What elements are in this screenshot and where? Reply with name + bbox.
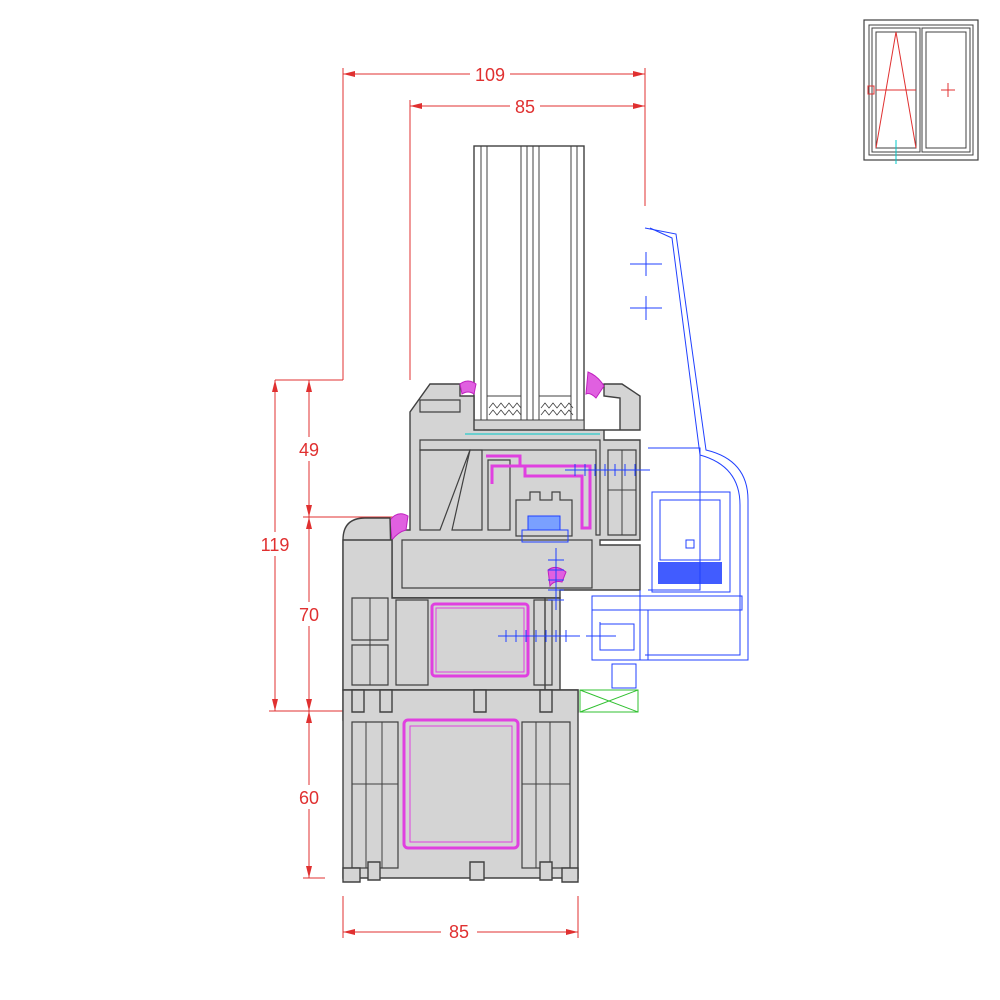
- window-elevation-thumbnail: [863, 19, 979, 164]
- dim-left-total: 119: [261, 535, 290, 555]
- dim-bottom-width: 85: [449, 922, 469, 942]
- sash-profile: [391, 383, 641, 599]
- dim-top-sash: 85: [515, 97, 535, 117]
- dim-top-overall: 109: [475, 65, 505, 85]
- fixed-pane-icon: [921, 27, 971, 153]
- dim-left-sash: 49: [299, 440, 319, 460]
- dim-left-extension: 60: [299, 788, 319, 808]
- brush-seal-hatch: [658, 562, 722, 584]
- glazing-unit: [459, 145, 601, 443]
- dim-left-frame: 70: [299, 605, 319, 625]
- extension-profile: [342, 689, 639, 883]
- tilt-turn-sash-icon: [867, 27, 921, 164]
- shutter-hardware: [586, 227, 749, 689]
